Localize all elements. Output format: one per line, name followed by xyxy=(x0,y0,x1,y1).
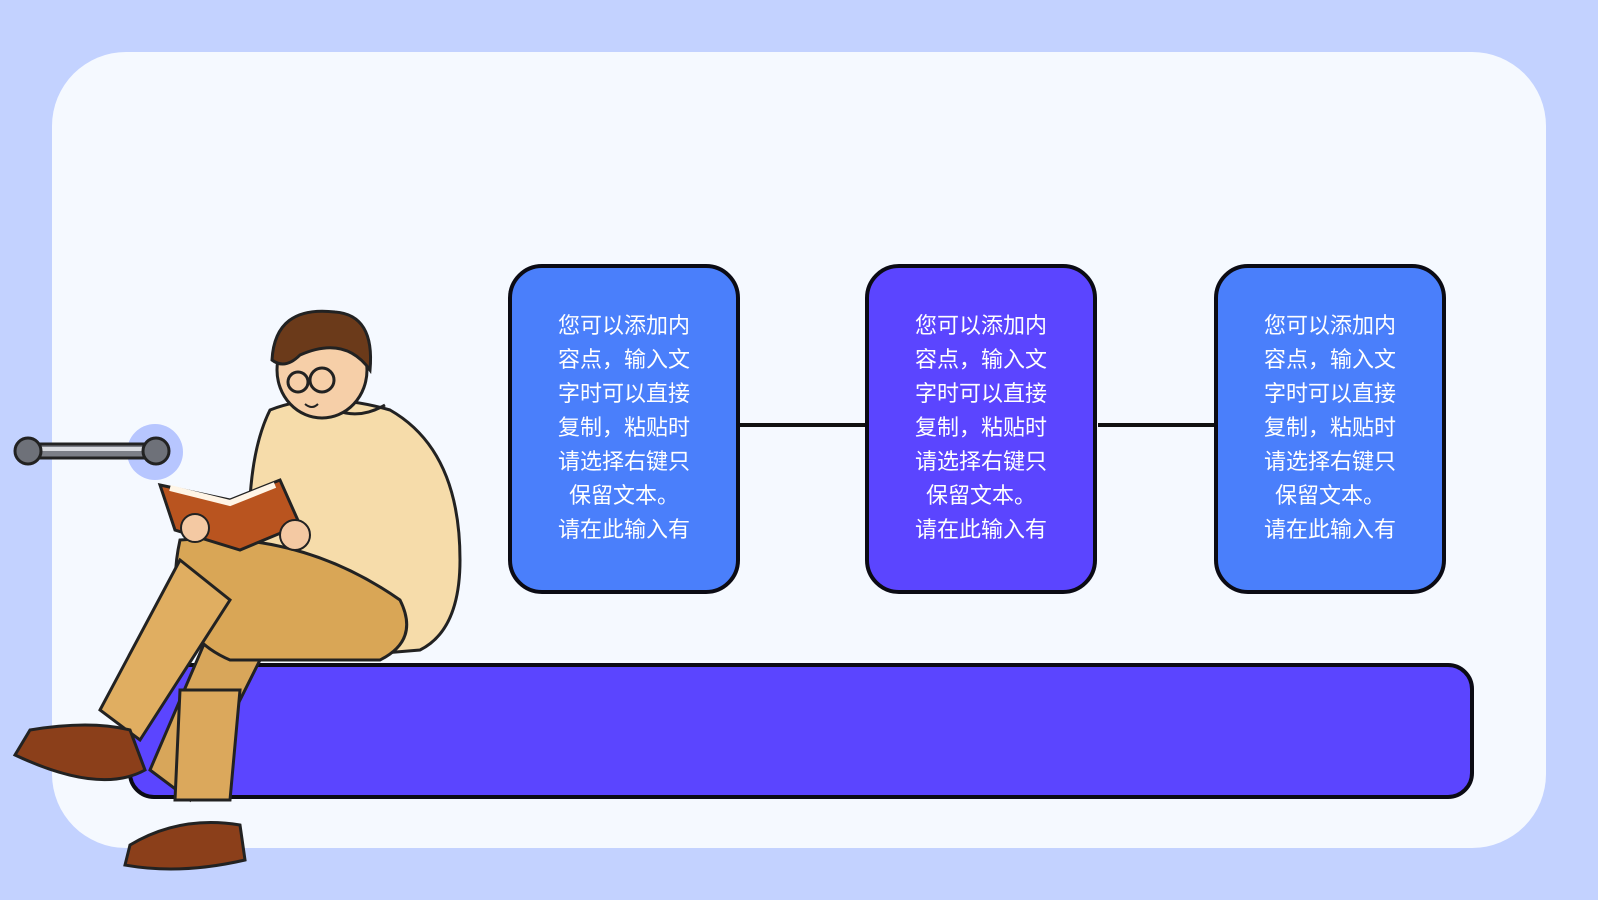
slider-handle-icon xyxy=(13,424,183,480)
text-box-1-content: 您可以添加内 容点，输入文 字时可以直接 复制，粘贴时 请选择右键只 保留文本。… xyxy=(557,314,690,543)
connector-line-2 xyxy=(1098,423,1216,427)
text-box-3-content: 您可以添加内 容点，输入文 字时可以直接 复制，粘贴时 请选择右键只 保留文本。… xyxy=(1263,314,1396,543)
text-box-3[interactable]: 您可以添加内 容点，输入文 字时可以直接 复制，粘贴时 请选择右键只 保留文本。… xyxy=(1214,264,1446,594)
text-box-1[interactable]: 您可以添加内 容点，输入文 字时可以直接 复制，粘贴时 请选择右键只 保留文本。… xyxy=(508,264,740,594)
text-box-2-content: 您可以添加内 容点，输入文 字时可以直接 复制，粘贴时 请选择右键只 保留文本。… xyxy=(914,314,1047,543)
reading-person-illustration xyxy=(12,309,462,871)
bench-bar xyxy=(128,663,1474,799)
connector-line-1 xyxy=(740,423,868,427)
text-box-2[interactable]: 您可以添加内 容点，输入文 字时可以直接 复制，粘贴时 请选择右键只 保留文本。… xyxy=(865,264,1097,594)
